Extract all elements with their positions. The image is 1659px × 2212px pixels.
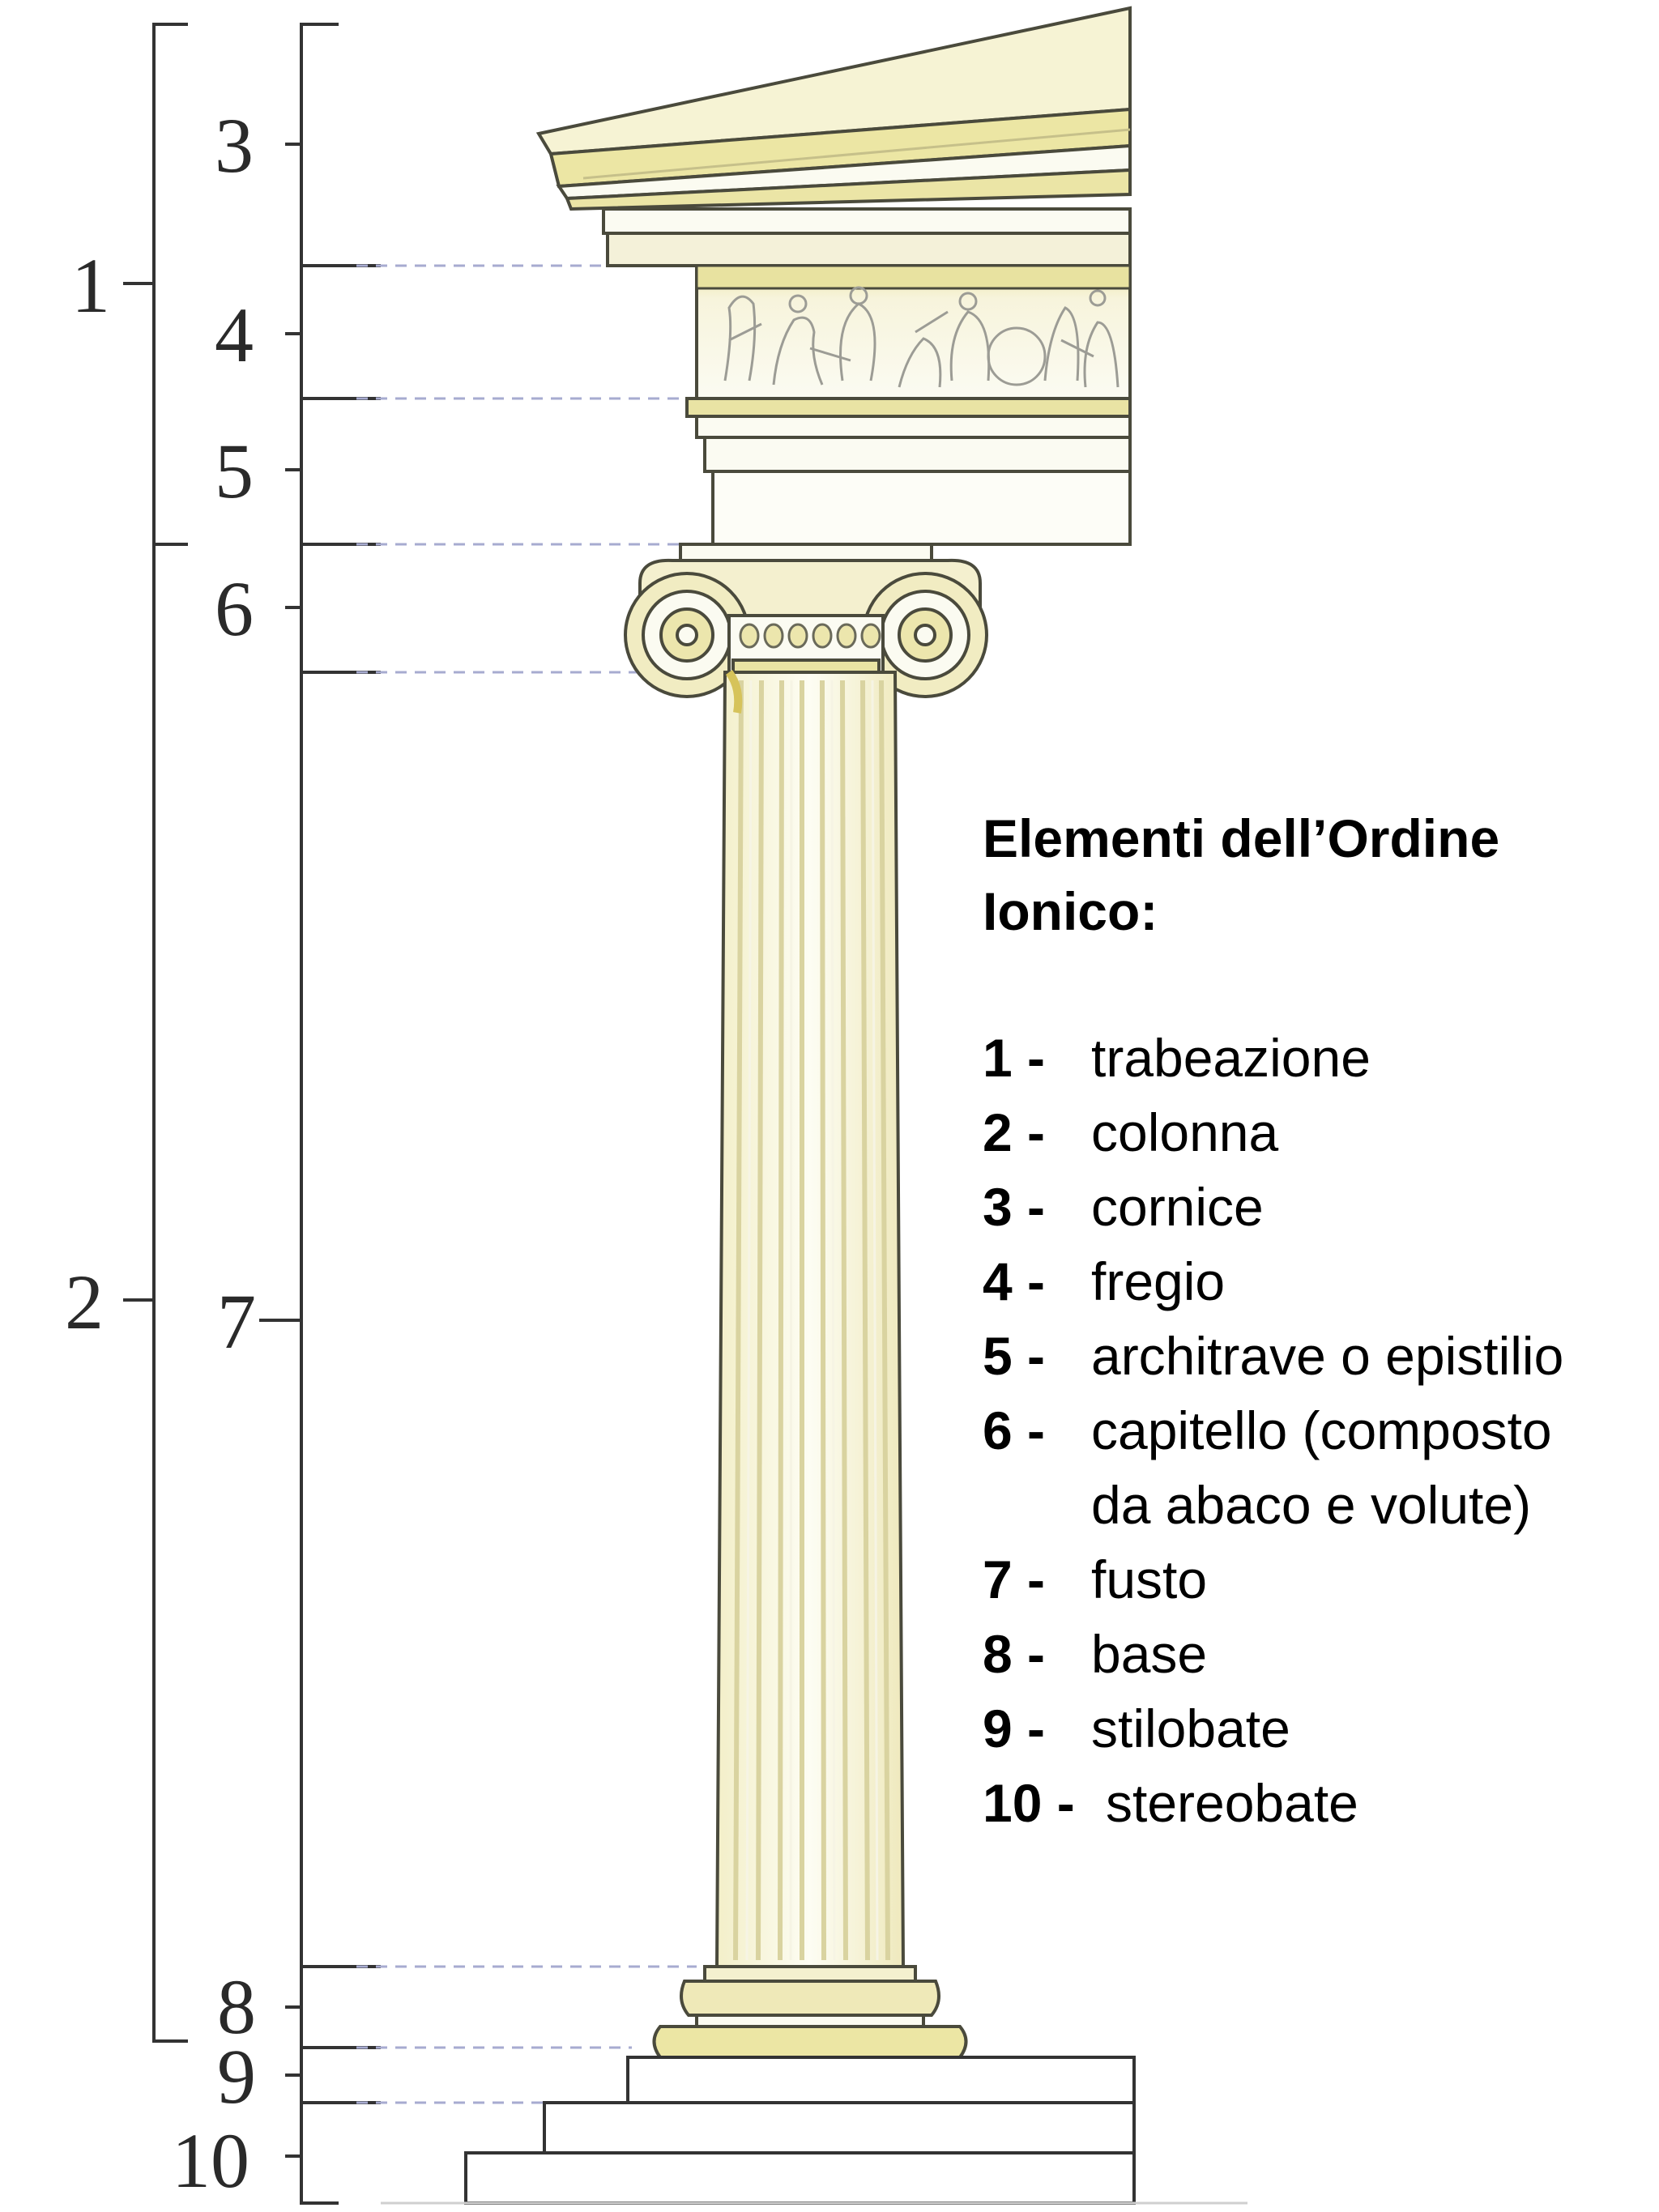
shaft-flutes bbox=[733, 680, 890, 1961]
shaft bbox=[714, 670, 906, 1968]
legend-key: 8 - bbox=[983, 1624, 1046, 1684]
legend-key: 5 - bbox=[983, 1326, 1046, 1386]
bracket-1 bbox=[152, 23, 188, 546]
number-1: 1 bbox=[71, 242, 110, 329]
legend-label: stilobate bbox=[1091, 1698, 1290, 1758]
stylobate bbox=[626, 2056, 1136, 2104]
number-7: 7 bbox=[217, 1278, 256, 1365]
legend-key: 9 - bbox=[983, 1698, 1046, 1758]
legend-item: 9 - stilobate bbox=[983, 1691, 1647, 1766]
legend-label: base bbox=[1091, 1624, 1208, 1684]
frieze-relief bbox=[723, 286, 1120, 388]
number-10: 10 bbox=[172, 2117, 249, 2204]
legend-item: 6 - capitello (composto da abaco e volut… bbox=[983, 1393, 1647, 1542]
legend-item: 5 - architrave o epistilio bbox=[983, 1319, 1647, 1393]
column-base bbox=[652, 1965, 968, 2059]
legend-key: 4 - bbox=[983, 1251, 1046, 1311]
cornice bbox=[535, 6, 1132, 267]
number-9: 9 bbox=[217, 2033, 256, 2120]
architrave bbox=[685, 397, 1132, 546]
legend-item: 10 - stereobate bbox=[983, 1766, 1647, 1840]
legend-key: 6 - bbox=[983, 1400, 1046, 1460]
number-6: 6 bbox=[215, 565, 254, 652]
legend-label: fregio bbox=[1091, 1251, 1226, 1311]
stereobate bbox=[464, 2101, 1136, 2205]
legend: Elementi dell’Ordine Ionico: 1 - trabeaz… bbox=[983, 802, 1647, 1840]
number-4: 4 bbox=[215, 292, 254, 378]
legend-title: Elementi dell’Ordine Ionico: bbox=[983, 808, 1500, 941]
legend-key: 2 - bbox=[983, 1102, 1046, 1162]
legend-label: fusto bbox=[1091, 1549, 1208, 1609]
legend-label: architrave o epistilio bbox=[1091, 1326, 1564, 1386]
legend-item: 3 - cornice bbox=[983, 1170, 1647, 1244]
legend-label: colonna bbox=[1091, 1102, 1279, 1162]
frieze bbox=[695, 264, 1132, 400]
legend-item: 7 - fusto bbox=[983, 1542, 1647, 1617]
legend-item: 8 - base bbox=[983, 1617, 1647, 1691]
guide-lines bbox=[356, 264, 697, 2104]
dimension-brackets bbox=[123, 23, 381, 2205]
legend-label: cornice bbox=[1091, 1177, 1264, 1237]
legend-key: 3 - bbox=[983, 1177, 1046, 1237]
number-3: 3 bbox=[215, 102, 254, 189]
legend-item: 1 - trabeazione bbox=[983, 1021, 1647, 1095]
number-8: 8 bbox=[217, 1963, 256, 2050]
legend-item: 2 - colonna bbox=[983, 1095, 1647, 1170]
legend-label: stereobate bbox=[1106, 1773, 1358, 1833]
legend-key: 10 - bbox=[983, 1773, 1075, 1833]
legend-list: 1 - trabeazione 2 - colonna 3 - cornice … bbox=[983, 1021, 1647, 1840]
legend-label: capitello (composto da abaco e volute) bbox=[1091, 1400, 1552, 1535]
legend-item: 4 - fregio bbox=[983, 1244, 1647, 1319]
number-2: 2 bbox=[65, 1259, 104, 1345]
part-numbers: 1 2 3 4 5 6 7 8 9 10 bbox=[65, 102, 256, 2204]
inner-scale bbox=[300, 23, 339, 2205]
legend-key: 7 - bbox=[983, 1549, 1046, 1609]
legend-label: trabeazione bbox=[1091, 1028, 1371, 1088]
capital bbox=[624, 543, 988, 698]
bracket-2 bbox=[152, 543, 188, 2043]
number-5: 5 bbox=[215, 428, 254, 514]
legend-key: 1 - bbox=[983, 1028, 1046, 1088]
